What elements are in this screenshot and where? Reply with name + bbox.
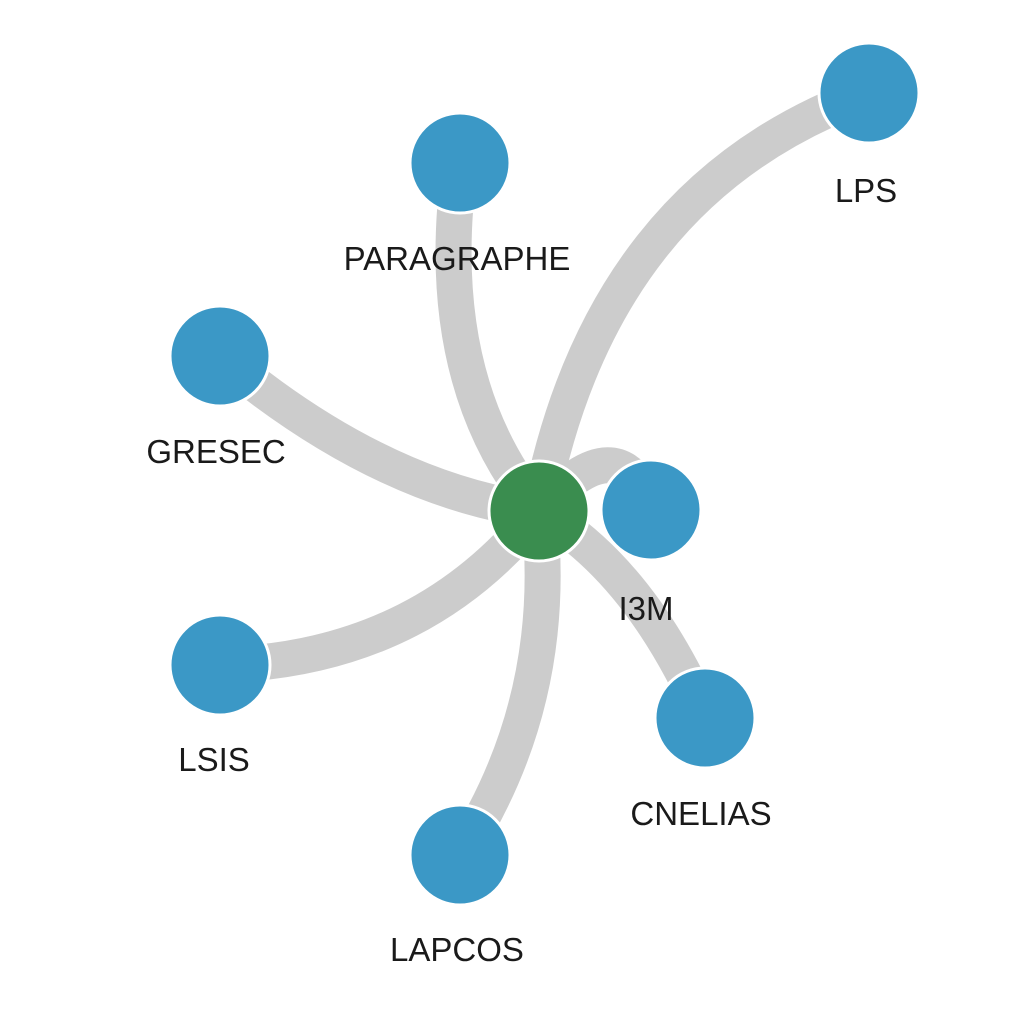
node-lapcos[interactable] bbox=[408, 803, 512, 907]
node-paragraphe[interactable] bbox=[408, 111, 512, 215]
edge-lsis bbox=[219, 499, 554, 683]
node-label-lapcos: LAPCOS bbox=[390, 931, 524, 968]
node-label-gresec: GRESEC bbox=[146, 433, 285, 470]
labels-layer: LPS PARAGRAPHE GRESEC I3M LSIS CNELIAS LAPCOS bbox=[146, 172, 897, 968]
node-label-paragraphe: PARAGRAPHE bbox=[344, 240, 571, 277]
node-center[interactable] bbox=[487, 459, 591, 563]
node-cnelias[interactable] bbox=[653, 666, 757, 770]
edge-paragraphe bbox=[435, 160, 553, 523]
node-label-lsis: LSIS bbox=[178, 741, 250, 778]
node-lps[interactable] bbox=[817, 41, 921, 145]
node-label-i3m: I3M bbox=[618, 590, 673, 627]
node-lsis[interactable] bbox=[168, 613, 272, 717]
nodes-layer bbox=[168, 41, 921, 907]
node-label-cnelias: CNELIAS bbox=[630, 795, 771, 832]
node-i3m[interactable] bbox=[599, 458, 703, 562]
edge-lps bbox=[521, 76, 876, 515]
node-label-lps: LPS bbox=[835, 172, 897, 209]
node-gresec[interactable] bbox=[168, 304, 272, 408]
